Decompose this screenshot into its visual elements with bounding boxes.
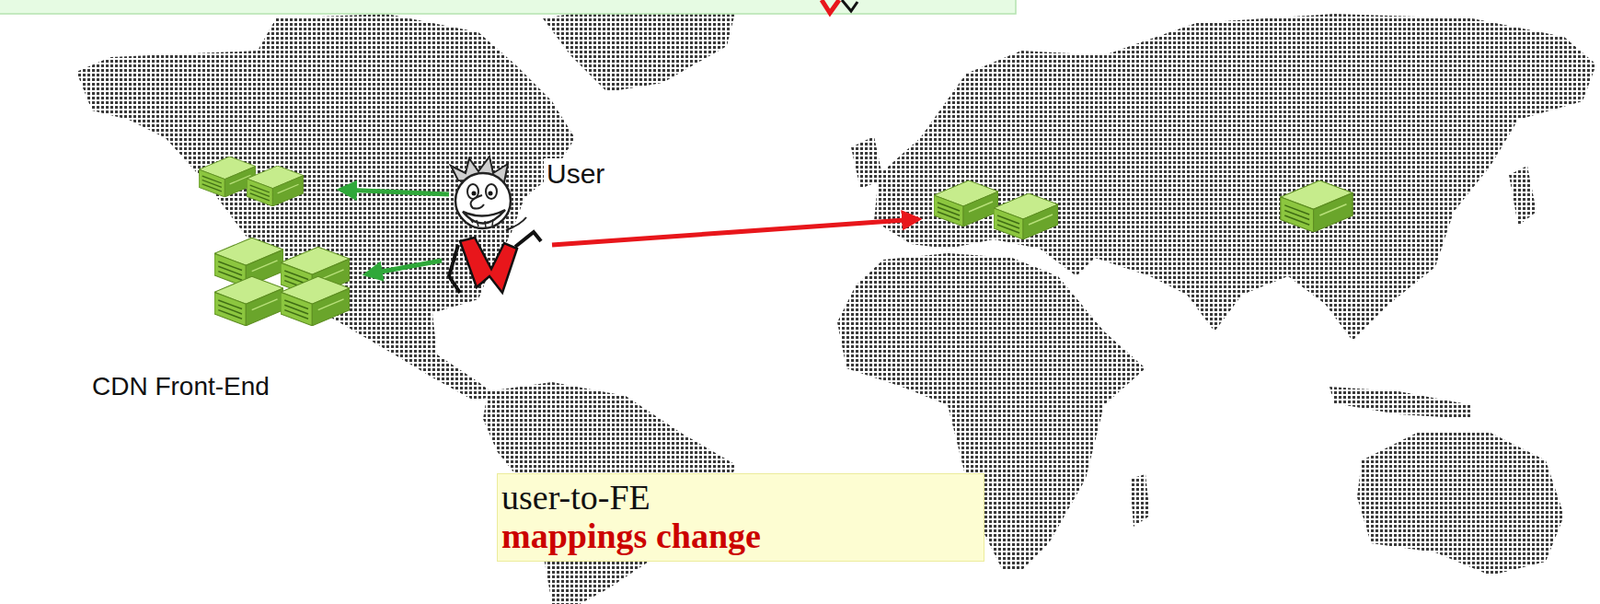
dot-continents [76, 4, 1597, 604]
user-figure [462, 209, 506, 224]
user-figure [448, 156, 542, 293]
user-figure [455, 172, 511, 229]
user-figure [471, 195, 484, 209]
user-figure [471, 191, 477, 196]
user-label: User [543, 158, 608, 190]
server-group [246, 165, 304, 207]
user-figure [448, 231, 542, 293]
server-group [214, 276, 284, 326]
user-figure [506, 217, 527, 231]
north-america [76, 13, 576, 401]
user-figure [488, 191, 494, 196]
mapping-arrows [552, 218, 919, 245]
server-group [993, 193, 1059, 240]
callout-box: user-to-FEmappings change [496, 472, 985, 562]
user-figure [469, 217, 494, 228]
japan [1508, 165, 1537, 226]
cdn-label: CDN Front-End [89, 371, 273, 402]
callout-emphasis: mappings change [501, 516, 975, 555]
mapping-arrows [366, 260, 442, 275]
top-banner [0, 0, 1016, 14]
top-banner [841, 0, 858, 12]
server-group [198, 156, 1353, 326]
mapping-arrows [340, 189, 919, 275]
top-banner [821, 0, 840, 13]
greenland [542, 4, 737, 93]
indonesia [1329, 386, 1473, 419]
server-group [933, 180, 999, 227]
user-figure [485, 184, 497, 199]
uk [851, 136, 884, 189]
server-group [1280, 180, 1353, 232]
server-group [280, 276, 350, 326]
mapping-arrows [340, 189, 449, 195]
callout-heading: user-to-FE [501, 477, 975, 517]
top-banner [0, 0, 1016, 14]
user-figure [460, 237, 518, 293]
australia [1357, 432, 1565, 576]
madagascar [1129, 473, 1151, 527]
